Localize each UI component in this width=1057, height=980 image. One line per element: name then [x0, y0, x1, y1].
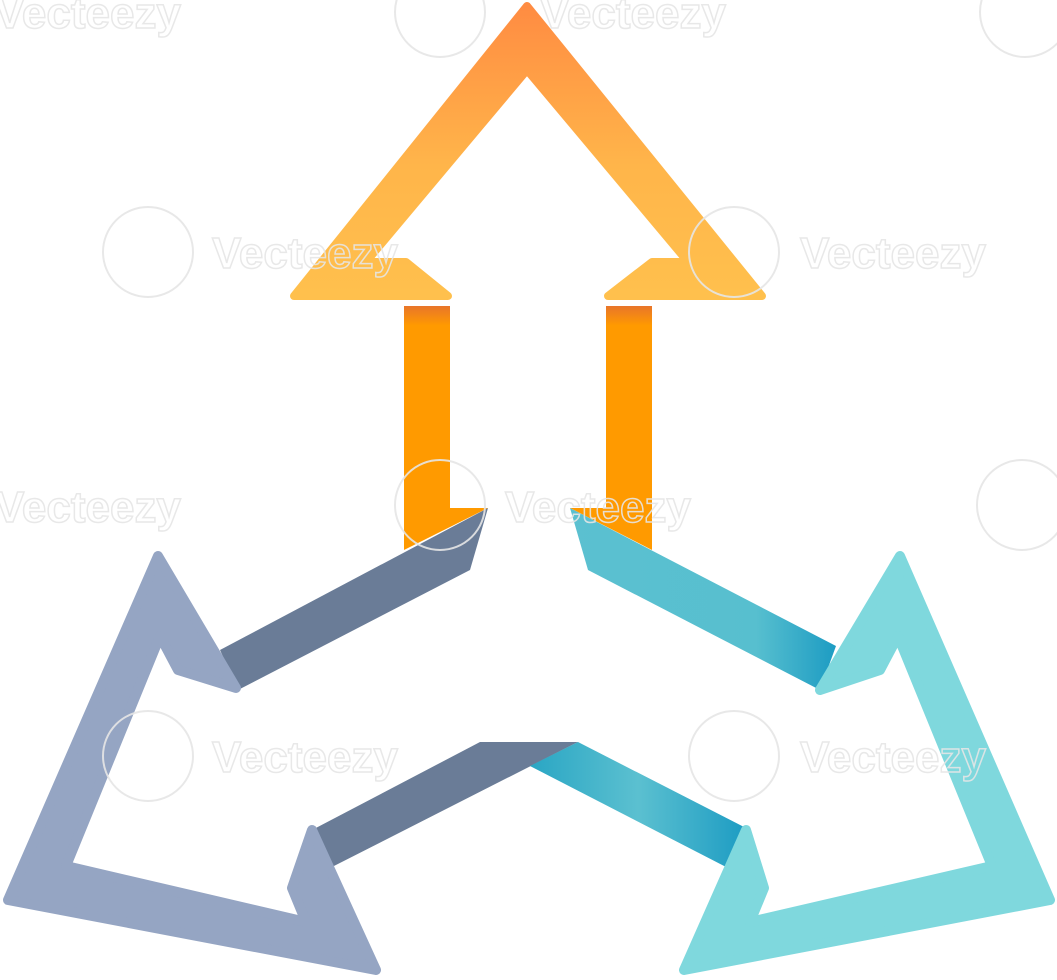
watermark-logo-icon — [103, 711, 193, 801]
watermark-logo-icon — [980, 0, 1057, 57]
watermark-text: Vecteezy — [0, 483, 181, 532]
watermark-text: Vecteezy — [505, 483, 691, 532]
watermark-logo-icon — [103, 207, 193, 297]
watermark-row-3: Vecteezy Vecteezy — [0, 460, 1057, 550]
watermark-logo-icon — [395, 0, 485, 57]
watermark-logo-icon — [977, 460, 1057, 550]
watermark-text: Vecteezy — [800, 229, 986, 278]
up-arrow-stem-left — [404, 306, 488, 550]
watermark-text: Vecteezy — [212, 733, 398, 782]
watermark-row-2: Vecteezy Vecteezy — [103, 207, 986, 297]
left-arrow-stem-upper — [220, 508, 488, 690]
up-arrow — [294, 6, 762, 550]
watermark-text: Vecteezy — [540, 0, 726, 38]
watermark-text: Vecteezy — [0, 0, 181, 38]
watermark-text: Vecteezy — [212, 229, 398, 278]
watermark-layer: Vecteezy Vecteezy Vecteezy Vecteezy Vect… — [0, 0, 1057, 801]
watermark-text: Vecteezy — [800, 733, 986, 782]
right-arrow-stem-upper — [570, 508, 836, 690]
right-arrow-stem-lower — [530, 742, 746, 868]
watermark-logo-icon — [689, 711, 779, 801]
